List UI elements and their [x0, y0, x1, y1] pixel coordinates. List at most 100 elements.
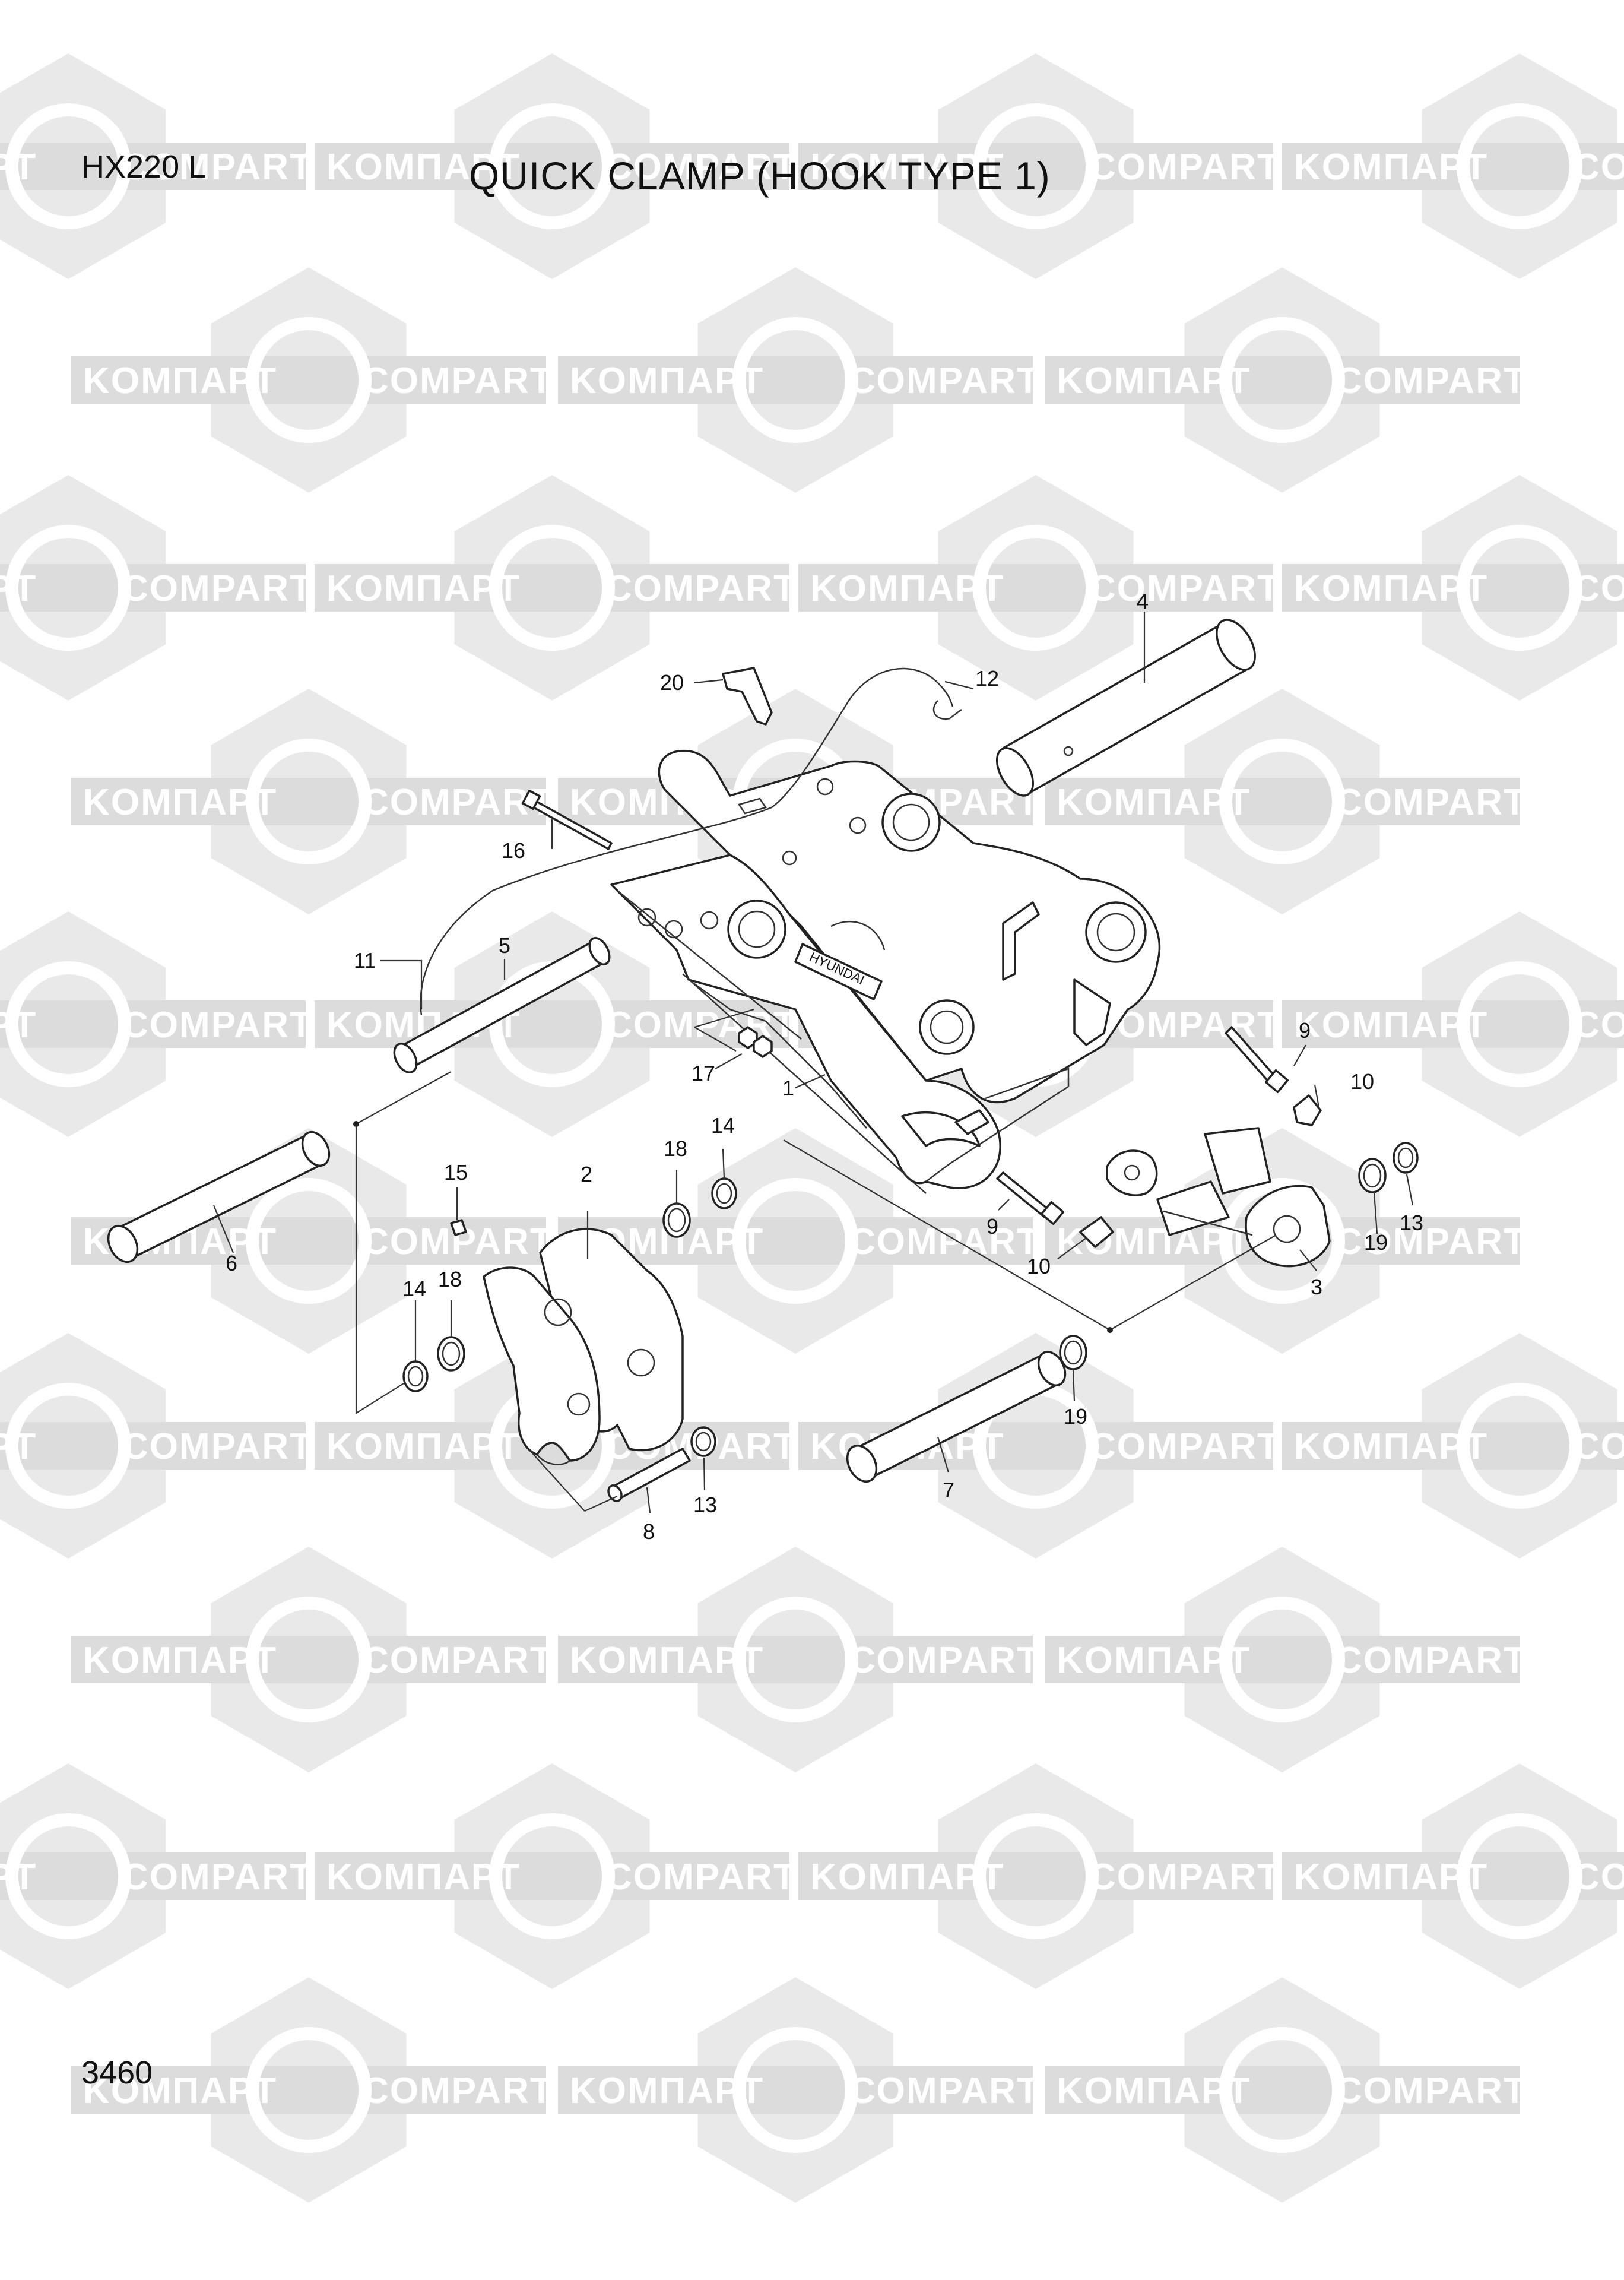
watermark-text-cyrillic: KOMПAPT: [0, 1857, 37, 1898]
watermark-ring: [246, 2027, 372, 2153]
watermark-text-latin: COMPART: [605, 147, 797, 188]
watermark-ring: [732, 2027, 858, 2153]
watermark-text-cyrillic: KOMПAPT: [326, 147, 521, 188]
callout-14b: 14: [402, 1277, 426, 1301]
watermark-ring: [246, 1597, 372, 1722]
watermark-ring: [1219, 1597, 1345, 1722]
watermark-ring: [246, 1178, 372, 1304]
watermark-band: [315, 1000, 789, 1048]
watermark-text-latin: COMPART: [1573, 1857, 1624, 1898]
callout-4: 4: [1137, 589, 1149, 613]
watermark-text-cyrillic: KOMПAPT: [1057, 2070, 1251, 2111]
watermark-text-cyrillic: KOMПAPT: [83, 360, 277, 401]
watermark-text-cyrillic: KOMПAPT: [570, 2070, 764, 2111]
watermark-text-latin: COMPART: [605, 1857, 797, 1898]
watermark-band: [798, 142, 1273, 190]
watermark-band: [1045, 778, 1520, 825]
watermark-ring: [1457, 1813, 1582, 1939]
watermark-text-latin: COMPART: [1336, 1640, 1527, 1681]
watermark-text-latin: COMPART: [362, 1640, 554, 1681]
watermark-text-latin: COMPART: [1573, 147, 1624, 188]
watermark-text-latin: COMPART: [1336, 2070, 1527, 2111]
callout-16: 16: [502, 838, 525, 863]
hydraulic-cylinder: [1106, 1127, 1331, 1268]
watermark-band: [1045, 1636, 1520, 1683]
watermark-ring: [973, 525, 1099, 651]
watermark-text-latin: COMPART: [1089, 568, 1281, 609]
watermark-ring: [1457, 961, 1582, 1087]
callout-9a: 9: [1299, 1018, 1311, 1043]
watermark-text-latin: COMPART: [1573, 568, 1624, 609]
callout-10b: 10: [1027, 1254, 1051, 1278]
watermark-band: [798, 1852, 1273, 1900]
watermark-band: [315, 1852, 789, 1900]
watermark-text-cyrillic: KOMПAPT: [1294, 568, 1488, 609]
callout-5: 5: [499, 933, 510, 958]
watermark-band: [0, 142, 306, 190]
watermark-ring: [489, 1813, 615, 1939]
watermark-text-latin: COMPART: [122, 568, 313, 609]
callout-19a: 19: [1364, 1230, 1388, 1255]
watermark-text-latin: COMPART: [849, 1640, 1041, 1681]
callout-10a: 10: [1350, 1069, 1374, 1094]
watermark-text-cyrillic: KOMПAPT: [1294, 1426, 1488, 1467]
watermark-ring: [5, 961, 131, 1087]
watermark-band: [71, 2066, 546, 2114]
watermark-text-cyrillic: KOMПAPT: [326, 1857, 521, 1898]
watermark-band: [0, 1852, 306, 1900]
watermark-ring: [973, 1813, 1099, 1939]
watermark-ring: [5, 103, 131, 229]
callout-3: 3: [1311, 1275, 1322, 1299]
callout-11: 11: [354, 948, 376, 973]
watermark-ring: [246, 739, 372, 864]
watermark-text-latin: COMPART: [122, 1426, 313, 1467]
watermark-text-cyrillic: KOMПAPT: [326, 568, 521, 609]
callout-17: 17: [692, 1061, 715, 1085]
watermark-text-cyrillic: KOMПAPT: [1057, 782, 1251, 823]
watermark-ring: [489, 103, 615, 229]
page-number: 3460: [81, 2055, 153, 2091]
callout-15: 15: [444, 1160, 468, 1185]
watermark-ring: [5, 1813, 131, 1939]
watermark-text-latin: COMPART: [362, 2070, 554, 2111]
watermark-ring: [1219, 2027, 1345, 2153]
callout-12: 12: [975, 666, 999, 691]
watermark-band: [71, 778, 546, 825]
quick-clamp-frame: HYUNDAI: [610, 749, 1161, 1194]
watermark-ring: [5, 1383, 131, 1509]
model-label: HX220 L: [81, 149, 207, 185]
watermark-text-latin: COMPART: [849, 360, 1041, 401]
watermark-text-latin: COMPART: [849, 1221, 1041, 1262]
watermark-text-cyrillic: KOMПAPT: [0, 568, 37, 609]
callout-14a: 14: [711, 1113, 735, 1138]
watermark-band: [558, 1217, 1033, 1265]
watermark-text-latin: COMPART: [1336, 782, 1527, 823]
watermark-band: [558, 1636, 1033, 1683]
watermark-text-cyrillic: KOMПAPT: [810, 147, 1004, 188]
watermark-text-cyrillic: KOMПAPT: [0, 1005, 37, 1046]
watermark-text-cyrillic: KOMПAPT: [570, 360, 764, 401]
watermark-band: [558, 356, 1033, 404]
callout-1: 1: [782, 1076, 794, 1100]
callout-18a: 18: [664, 1136, 687, 1161]
watermark-text-cyrillic: KOMПAPT: [0, 147, 37, 188]
watermark-band: [71, 356, 546, 404]
watermark-band: [0, 1422, 306, 1470]
watermark-text-latin: COMPART: [1336, 360, 1527, 401]
watermark-text-cyrillic: KOMПAPT: [83, 782, 277, 823]
callout-13a: 13: [1400, 1211, 1423, 1235]
watermark-band: [1045, 356, 1520, 404]
watermark-text-latin: COMPART: [362, 360, 554, 401]
watermark-text-cyrillic: KOMПAPT: [1057, 1640, 1251, 1681]
watermark-band: [0, 1000, 306, 1048]
watermark-band: [71, 1636, 546, 1683]
watermark-band: [798, 564, 1273, 612]
watermark-text-latin: COMPART: [122, 1857, 313, 1898]
callout-7: 7: [943, 1478, 954, 1502]
watermark-text-latin: COMPART: [122, 1005, 313, 1046]
watermark-text-latin: COMPART: [1336, 1221, 1527, 1262]
watermark-text-latin: COMPART: [1573, 1426, 1624, 1467]
watermark-text-cyrillic: KOMПAPT: [326, 1426, 521, 1467]
watermark-ring: [732, 1178, 858, 1304]
watermark-band: [0, 564, 306, 612]
